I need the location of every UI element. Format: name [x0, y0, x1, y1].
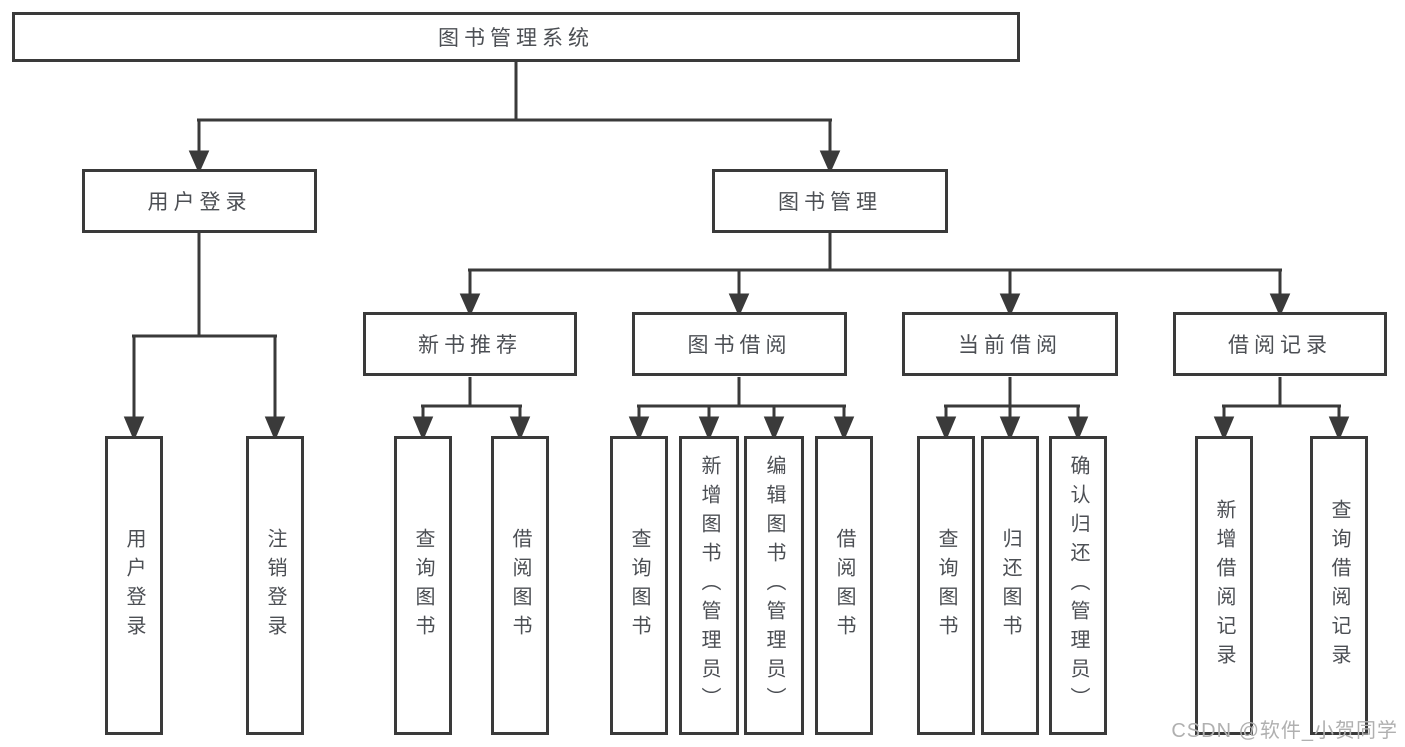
leaf-query-borrow-record: 查询借阅记录 [1310, 436, 1368, 735]
leaf-confirm-return-admin: 确认归还（管理员） [1049, 436, 1107, 735]
leaf-confirm-return-admin-label: 确认归还（管理员） [1067, 455, 1089, 716]
node-root-label: 图书管理系统 [438, 27, 594, 50]
node-root: 图书管理系统 [12, 12, 1020, 62]
leaf-borrow-books: 借阅图书 [815, 436, 873, 735]
connector-current-borrow-children [935, 377, 1089, 441]
leaf-return-book-label: 归还图书 [999, 527, 1021, 644]
leaf-return-book: 归还图书 [981, 436, 1039, 735]
leaf-logout-label: 注销登录 [264, 527, 286, 644]
csdn-watermark: CSDN @软件_小贺同学 [1171, 720, 1398, 742]
node-new-book-recommend-label: 新书推荐 [418, 334, 522, 357]
leaf-add-borrow-record-label: 新增借阅记录 [1213, 498, 1235, 673]
connector-book-management-children [459, 233, 1291, 317]
leaf-edit-book-admin-label: 编辑图书（管理员） [763, 455, 785, 716]
node-borrow-records-label: 借阅记录 [1228, 334, 1332, 357]
node-new-book-recommend: 新书推荐 [363, 312, 577, 376]
leaf-query-books-current: 查询图书 [917, 436, 975, 735]
connector-borrow-records-children [1213, 377, 1350, 441]
leaf-add-book-admin: 新增图书（管理员） [679, 436, 739, 735]
leaf-logout: 注销登录 [246, 436, 304, 735]
node-book-management: 图书管理 [712, 169, 948, 233]
leaf-query-books-current-label: 查询图书 [935, 527, 957, 644]
leaf-query-books-borrow-label: 查询图书 [628, 527, 650, 644]
leaf-query-books-recommend: 查询图书 [394, 436, 452, 735]
leaf-query-borrow-record-label: 查询借阅记录 [1328, 498, 1350, 673]
node-book-management-label: 图书管理 [778, 191, 882, 214]
leaf-borrow-books-recommend-label: 借阅图书 [509, 527, 531, 644]
leaf-borrow-books-label: 借阅图书 [833, 527, 855, 644]
leaf-query-books-recommend-label: 查询图书 [412, 527, 434, 644]
leaf-add-borrow-record: 新增借阅记录 [1195, 436, 1253, 735]
connector-root-to-level2 [188, 62, 841, 174]
node-book-borrow-label: 图书借阅 [687, 334, 792, 357]
node-user-login: 用户登录 [82, 169, 317, 233]
leaf-edit-book-admin: 编辑图书（管理员） [744, 436, 804, 735]
leaf-query-books-borrow: 查询图书 [610, 436, 668, 735]
connector-user-login-children [123, 233, 286, 441]
node-user-login-label: 用户登录 [147, 191, 252, 214]
connector-new-book-recommend-children [412, 377, 531, 441]
node-book-borrow: 图书借阅 [632, 312, 847, 376]
connector-book-borrow-children [628, 377, 855, 441]
node-current-borrow: 当前借阅 [902, 312, 1118, 376]
leaf-add-book-admin-label: 新增图书（管理员） [698, 455, 720, 716]
leaf-user-login: 用户登录 [105, 436, 163, 735]
node-current-borrow-label: 当前借阅 [958, 334, 1062, 357]
leaf-user-login-label: 用户登录 [123, 527, 145, 644]
node-borrow-records: 借阅记录 [1173, 312, 1387, 376]
leaf-borrow-books-recommend: 借阅图书 [491, 436, 549, 735]
